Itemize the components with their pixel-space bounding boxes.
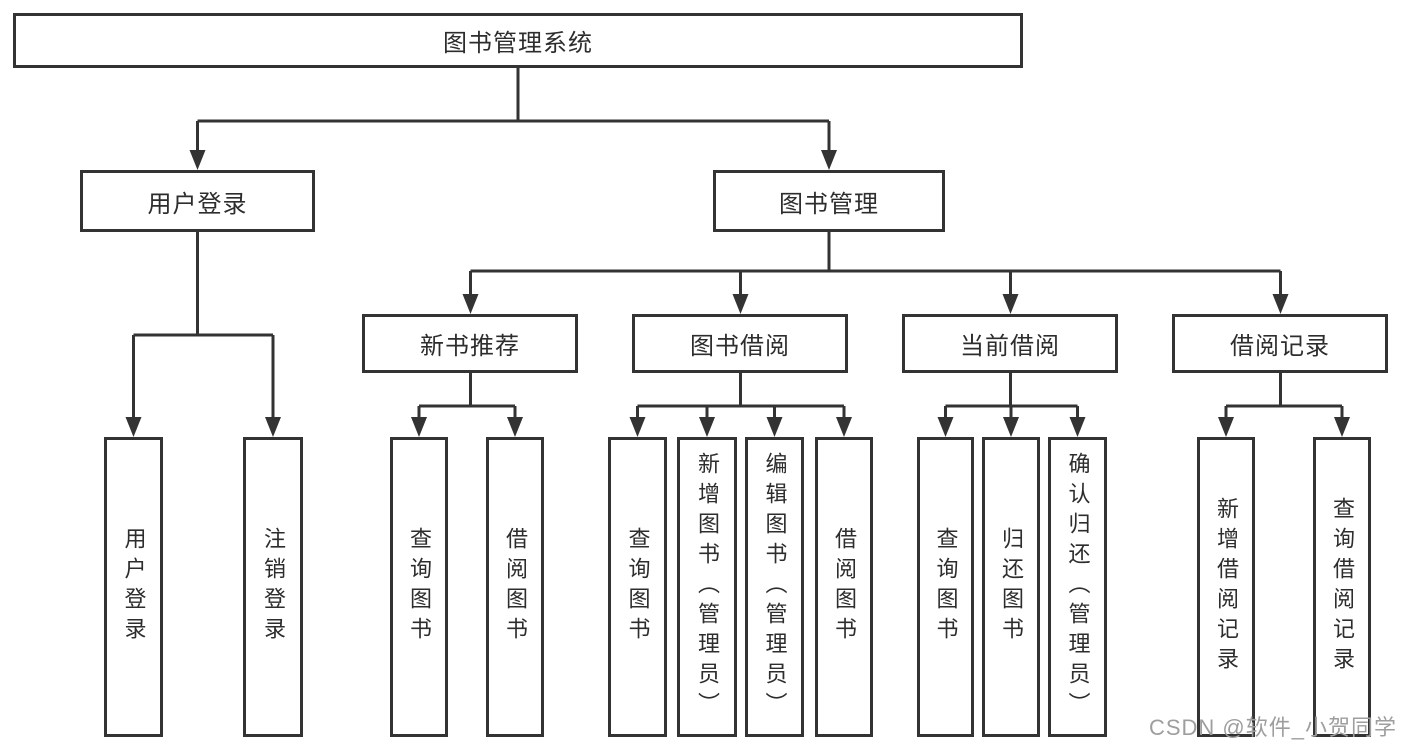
leaf-bb-query-books-label: 查询图书: [625, 527, 651, 647]
watermark: CSDN @软件_小贺同学: [1148, 715, 1397, 740]
leaf-cb-return-books: 归还图书: [982, 437, 1040, 737]
leaf-cb-confirm-return-admin-label: 确认归还（管理员）: [1065, 452, 1091, 722]
node-borrowing-records-label: 借阅记录: [1230, 333, 1330, 360]
node-user-login-label: 用户登录: [147, 190, 248, 218]
arrowhead: [462, 294, 479, 314]
leaf-cb-confirm-return-admin: 确认归还（管理员）: [1048, 437, 1107, 737]
leaf-user-login: 用户登录: [104, 437, 163, 737]
node-book-management-label: 图书管理: [779, 190, 879, 218]
node-new-book-recommendation-label: 新书推荐: [420, 333, 520, 360]
leaf-nb-borrow-books-label: 借阅图书: [503, 527, 528, 647]
arrowhead: [937, 417, 954, 437]
connector-borrowing-records-to-leaves: [1218, 373, 1350, 437]
arrowhead: [1002, 294, 1019, 314]
node-library-system: 图书管理系统: [13, 13, 1023, 68]
connector-new-book-to-leaves: [411, 373, 523, 437]
connector-book-borrowing-to-leaves: [629, 373, 852, 437]
connector-root-to-level2: [189, 68, 837, 170]
node-current-borrowing-label: 当前借阅: [960, 333, 1060, 360]
leaf-br-add-record: 新增借阅记录: [1197, 437, 1255, 737]
leaf-cb-query-books: 查询图书: [917, 437, 974, 737]
leaf-logout-login-label: 注销登录: [261, 527, 286, 647]
leaf-cb-query-books-label: 查询图书: [933, 527, 959, 647]
node-book-management: 图书管理: [713, 170, 945, 232]
arrowhead: [125, 417, 142, 437]
arrowhead: [1334, 417, 1350, 437]
arrowhead: [629, 417, 646, 437]
leaf-br-add-record-label: 新增借阅记录: [1214, 497, 1239, 677]
leaf-bb-query-books: 查询图书: [608, 437, 667, 737]
node-book-borrowing: 图书借阅: [632, 314, 848, 373]
node-library-system-label: 图书管理系统: [443, 30, 593, 57]
leaf-nb-borrow-books: 借阅图书: [486, 437, 544, 737]
leaf-bb-borrow-books: 借阅图书: [815, 437, 873, 737]
node-current-borrowing: 当前借阅: [902, 314, 1118, 373]
arrowhead: [507, 417, 523, 437]
leaf-user-login-label: 用户登录: [121, 527, 147, 647]
leaf-br-query-record: 查询借阅记录: [1313, 437, 1371, 737]
leaf-bb-edit-books-admin-label: 编辑图书（管理员）: [762, 452, 788, 722]
arrowhead: [732, 294, 749, 314]
leaf-nb-query-books: 查询图书: [390, 437, 448, 737]
leaf-nb-query-books-label: 查询图书: [407, 527, 432, 647]
leaf-cb-return-books-label: 归还图书: [999, 527, 1024, 647]
arrowhead: [766, 417, 783, 437]
node-book-borrowing-label: 图书借阅: [690, 333, 790, 360]
arrowhead: [1272, 294, 1289, 314]
leaf-bb-add-books-admin: 新增图书（管理员）: [677, 437, 737, 737]
connector-current-borrowing-to-leaves: [937, 373, 1086, 437]
arrowhead: [411, 417, 427, 437]
arrowhead: [1218, 417, 1234, 437]
connector-book-management-to-level3: [462, 232, 1289, 314]
node-user-login: 用户登录: [80, 170, 315, 232]
leaf-br-query-record-label: 查询借阅记录: [1330, 497, 1355, 677]
leaf-bb-borrow-books-label: 借阅图书: [832, 527, 857, 647]
leaf-logout-login: 注销登录: [243, 437, 303, 737]
arrowhead: [821, 150, 837, 170]
arrowhead: [189, 150, 206, 170]
node-new-book-recommendation: 新书推荐: [362, 314, 578, 373]
arrowhead: [1069, 417, 1086, 437]
arrowhead: [699, 417, 715, 437]
node-borrowing-records: 借阅记录: [1172, 314, 1388, 373]
leaf-bb-add-books-admin-label: 新增图书（管理员）: [695, 452, 720, 722]
arrowhead: [1003, 417, 1019, 437]
arrowhead: [265, 417, 281, 437]
arrowhead: [836, 417, 852, 437]
leaf-bb-edit-books-admin: 编辑图书（管理员）: [745, 437, 804, 737]
connector-user-login-to-leaves: [125, 232, 281, 437]
